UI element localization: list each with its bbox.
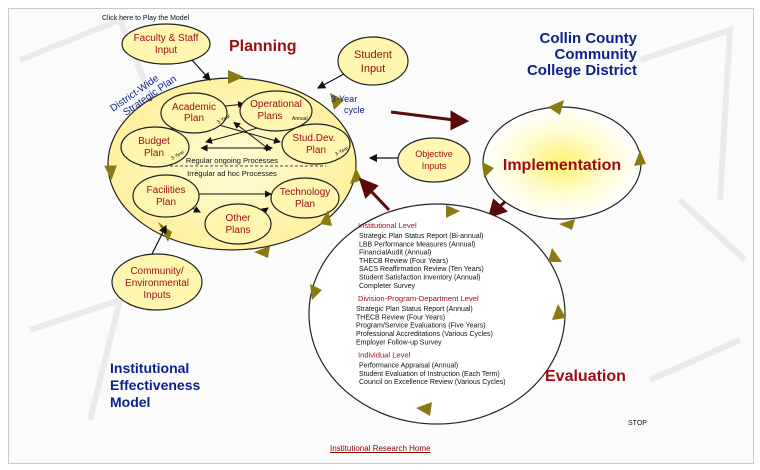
planning-title: Planning — [229, 38, 297, 55]
svg-text:Input: Input — [155, 45, 177, 56]
evaluation-item: Employer Follow-up Survey — [356, 339, 442, 346]
model-title: Institutional Effectiveness Model — [110, 360, 200, 410]
budget-plan[interactable]: Budget Plan 3-Year — [120, 126, 190, 168]
svg-text:Technology: Technology — [280, 187, 331, 198]
operational-plans[interactable]: Operational Plans Annual — [239, 90, 313, 132]
evaluation-item: Completer Survey — [359, 283, 416, 290]
evaluation-item: Student Satisfaction Inventory (Annual) — [359, 275, 480, 282]
svg-text:3-Year: 3-Year — [331, 94, 357, 104]
svg-text:Plan: Plan — [144, 148, 164, 159]
svg-text:Student: Student — [354, 49, 392, 61]
other-plans[interactable]: Other Plans — [204, 203, 272, 245]
academic-plan[interactable]: Academic Plan 3-Year — [160, 92, 232, 134]
evaluation-item: SACS Reaffirmation Review (Ten Years) — [359, 266, 484, 273]
evaluation-section-heading: Institutional Level — [358, 221, 417, 230]
evaluation-item: THECB Review (Four Years) — [359, 258, 448, 265]
faculty-staff-input[interactable]: Faculty & Staff Input — [121, 23, 211, 65]
evaluation-item: Strategic Plan Status Report (Annual) — [356, 306, 473, 313]
svg-text:Stud.Dev.: Stud.Dev. — [292, 133, 335, 144]
evaluation-section-heading: Division-Program-Department Level — [358, 294, 479, 303]
stud-dev-plan[interactable]: Stud.Dev. Plan 3-Year — [281, 123, 351, 165]
svg-text:Effectiveness: Effectiveness — [110, 377, 200, 393]
svg-text:Plans: Plans — [225, 225, 250, 236]
evaluation-item: FinancialAudit (Annual) — [359, 250, 431, 257]
objective-inputs[interactable]: Objective Inputs — [397, 137, 471, 183]
community-environmental-inputs[interactable]: Community/ Environmental Inputs — [111, 253, 203, 311]
implementation-title[interactable]: Implementation — [503, 157, 621, 174]
svg-text:cycle: cycle — [344, 105, 365, 115]
svg-text:College District: College District — [527, 62, 637, 79]
input-arrows — [151, 59, 398, 255]
background-watermark — [18, 16, 748, 421]
play-model-link[interactable]: Click here to Play the Model — [102, 15, 190, 22]
svg-text:Community/: Community/ — [130, 266, 184, 277]
svg-text:Objective: Objective — [415, 149, 453, 159]
svg-text:Environmental: Environmental — [125, 278, 189, 289]
cycle-label: 3-Year cycle — [331, 94, 365, 115]
svg-text:Plan: Plan — [184, 113, 204, 124]
svg-text:Institutional: Institutional — [110, 360, 189, 376]
svg-text:Inputs: Inputs — [143, 290, 170, 301]
svg-text:Plan: Plan — [306, 145, 326, 156]
svg-text:Input: Input — [361, 63, 385, 75]
implementation-cycle-arrows — [482, 100, 646, 230]
svg-text:Plans: Plans — [257, 111, 282, 122]
evaluation-circle — [308, 203, 566, 425]
facilities-plan[interactable]: Facilities Plan — [132, 174, 200, 218]
evaluation-title[interactable]: Evaluation — [545, 368, 626, 385]
evaluation-item: THECB Review (Four Years) — [356, 314, 445, 321]
evaluation-item: Professional Accreditations (Various Cyc… — [356, 331, 493, 338]
svg-text:Academic: Academic — [172, 102, 216, 113]
institutional-research-home-link[interactable]: Institutional Research Home — [330, 444, 431, 453]
evaluation-cycle-arrows — [310, 205, 566, 416]
evaluation-item: Program/Service Evaluations (Five Years) — [356, 323, 486, 330]
stop-button[interactable]: STOP — [628, 420, 647, 427]
evaluation-item: LBB Performance Measures (Annual) — [359, 241, 475, 248]
evaluation-section-heading: Individual Level — [358, 351, 411, 360]
svg-text:Facilities: Facilities — [147, 185, 186, 196]
svg-text:Collin County: Collin County — [540, 30, 638, 47]
svg-text:Other: Other — [225, 213, 251, 224]
svg-text:Budget: Budget — [138, 136, 170, 147]
svg-text:Plan: Plan — [156, 197, 176, 208]
evaluation-item: Council on Excellence Review (Various Cy… — [359, 379, 506, 386]
evaluation-item: Performance Appraisal (Annual) — [359, 363, 458, 370]
irregular-processes-label: Irregular ad hoc Processes — [187, 169, 277, 178]
svg-text:Model: Model — [110, 394, 150, 410]
student-input[interactable]: Student Input — [337, 36, 409, 86]
phase-arrows — [358, 110, 516, 219]
technology-plan[interactable]: Technology Plan — [270, 177, 340, 219]
svg-text:Plan: Plan — [295, 199, 315, 210]
svg-text:Annual: Annual — [292, 116, 308, 122]
svg-text:Operational: Operational — [250, 99, 302, 110]
evaluation-item: Strategic Plan Status Report (Bi-annual) — [359, 233, 484, 240]
college-name: Collin County Community College District — [527, 30, 638, 79]
evaluation-item: Student Evaluation of Instruction (Each … — [359, 371, 500, 378]
svg-text:Community: Community — [555, 46, 638, 63]
svg-text:Inputs: Inputs — [422, 161, 447, 171]
svg-text:Faculty & Staff: Faculty & Staff — [134, 33, 199, 44]
regular-processes-label: Regular ongoing Processes — [186, 156, 278, 165]
